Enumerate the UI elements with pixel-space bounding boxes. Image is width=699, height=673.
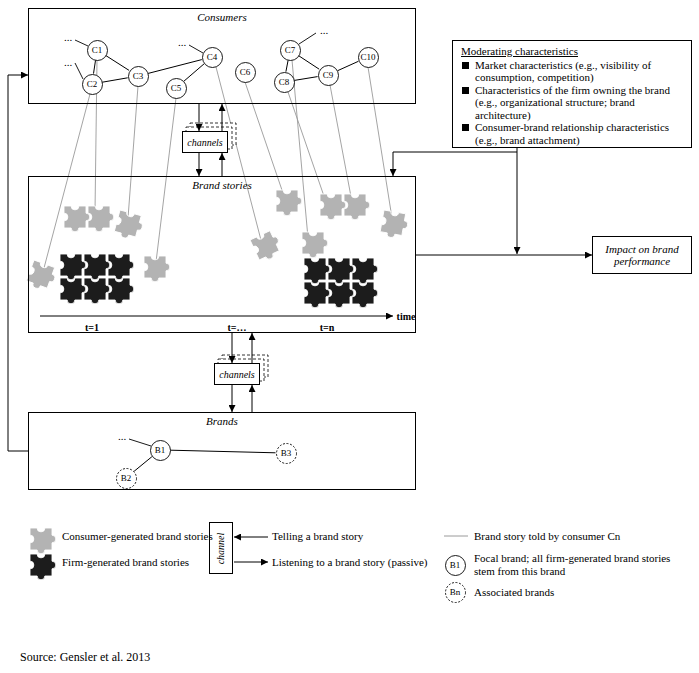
connector-line — [171, 450, 276, 453]
entity-circle: C3 — [128, 66, 149, 87]
legend-text: Associated brands — [474, 586, 689, 599]
connector-line — [299, 56, 319, 69]
circle-label: C3 — [128, 66, 149, 87]
ellipsis-label: ... — [178, 36, 186, 48]
bullet-square — [462, 124, 469, 131]
entity-circle: C6 — [235, 62, 256, 83]
legend-text: Firm-generated brand stories — [62, 556, 222, 569]
circle-label: C6 — [235, 62, 256, 83]
entity-circle: C2 — [82, 74, 103, 95]
source-caption: Source: Gensler et al. 2013 — [20, 650, 150, 665]
outcome-label: Impact on brand performance — [599, 243, 685, 268]
connector-line — [199, 104, 200, 131]
connector-line — [106, 56, 129, 71]
moderator-arrow — [517, 152, 518, 254]
channel-box: channels — [182, 131, 228, 153]
circle-label: C10 — [358, 47, 379, 68]
connector-line — [222, 104, 223, 131]
time-label: t=… — [227, 322, 246, 333]
connector-line — [294, 77, 317, 81]
circle-label: B1 — [150, 440, 171, 461]
connector-line — [148, 60, 202, 74]
connector-line — [102, 78, 127, 82]
connector-line — [252, 333, 253, 363]
circle-label: C5 — [166, 78, 187, 99]
group-box: BrandsB1B2 B3 — [28, 412, 416, 490]
moderator-bullet: Consumer-brand relationship characterist… — [461, 121, 683, 146]
entity-circle: B1 — [150, 440, 171, 461]
ellipsis-label: ... — [64, 56, 72, 68]
stacked-channel-copies — [186, 123, 268, 381]
legend-text: Consumer-generated brand stories — [62, 530, 222, 543]
channel-label: channel — [216, 532, 227, 564]
channel-label: channels — [219, 369, 255, 380]
group-box: Brand stories — [28, 176, 416, 333]
legend-channel-box: channel — [209, 522, 233, 574]
circle-label: B1 — [445, 555, 466, 576]
circle-label: C9 — [318, 65, 339, 86]
puzzle-pieces — [25, 190, 409, 308]
outcome-box: Impact on brand performance — [592, 236, 692, 274]
box-title: Consumers — [29, 11, 415, 23]
connector-line — [184, 64, 204, 81]
circle-label: B3 — [276, 443, 297, 464]
channel-box: channels — [214, 363, 260, 385]
entity-circle: C5 — [166, 78, 187, 99]
leader-lines — [44, 60, 392, 268]
entity-circle: C9 — [318, 65, 339, 86]
entity-circle: C4 — [202, 47, 223, 68]
time-label: time — [397, 311, 416, 322]
stub-lines — [75, 33, 316, 446]
connector-line — [222, 153, 223, 176]
bullet-square — [462, 87, 469, 94]
connector-line — [338, 61, 359, 70]
channel-label: channels — [187, 137, 223, 148]
circle-label: C7 — [280, 40, 301, 61]
associated-circle: B2 — [116, 468, 137, 489]
box-title: Brand stories — [29, 179, 415, 191]
circle-label: C1 — [87, 40, 108, 61]
moderator-box: Moderating characteristicsMarket charact… — [452, 40, 692, 148]
associated-circle: B3 — [276, 443, 297, 464]
connector-line — [416, 255, 592, 256]
entity-circle: C8 — [274, 72, 295, 93]
ellipsis-label: ... — [320, 24, 328, 36]
entity-circle: C10 — [358, 47, 379, 68]
circle-label: B2 — [116, 468, 137, 489]
connector-line — [252, 385, 253, 412]
bullet-square — [462, 62, 469, 69]
moderator-bullet: Characteristics of the firm owning the b… — [461, 84, 683, 122]
legend-text: Listening to a brand story (passive) — [272, 556, 442, 569]
time-label: t=1 — [85, 322, 99, 333]
moderator-title: Moderating characteristics — [461, 45, 683, 58]
entity-circle: C1 — [87, 40, 108, 61]
box-title: Brands — [29, 415, 415, 427]
connector-line — [199, 153, 200, 176]
moderator-bullet: Market characteristics (e.g., visibility… — [461, 59, 683, 84]
time-axis — [40, 316, 393, 317]
group-box: ConsumersC1C2 C3 C4C5 C6 C7C8 C9 C10 — [28, 8, 416, 104]
connector-line — [8, 75, 28, 451]
legend-samples — [30, 528, 468, 580]
entity-circle: B1 — [445, 555, 466, 576]
entity-circle: C7 — [280, 40, 301, 61]
legend-text: Brand story told by consumer Cn — [474, 530, 689, 543]
legend-text: Focal brand; all firm-generated brand st… — [474, 552, 689, 578]
circle-label: C2 — [82, 74, 103, 95]
connector-line — [286, 60, 288, 71]
circle-label: Bn — [445, 582, 466, 603]
circle-label: C8 — [274, 72, 295, 93]
ellipsis-label: ... — [64, 31, 72, 43]
time-label: t=n — [320, 322, 335, 333]
connector-line — [134, 457, 152, 472]
connector-line — [232, 333, 233, 363]
circle-label: C4 — [202, 47, 223, 68]
connector-line — [232, 385, 233, 412]
connector-line — [94, 60, 96, 73]
connector-line — [393, 148, 517, 176]
associated-circle: Bn — [445, 582, 466, 603]
legend-text: Telling a brand story — [272, 530, 432, 543]
ellipsis-label: ... — [118, 430, 126, 442]
